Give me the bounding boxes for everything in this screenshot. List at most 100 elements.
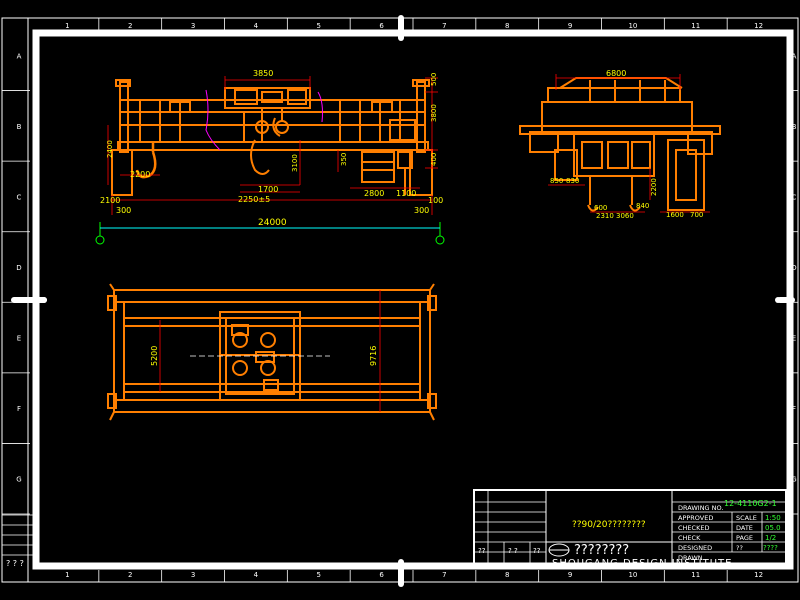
elevation-girder	[115, 79, 430, 153]
plan-dimensions	[159, 290, 381, 412]
title-block-field: DATE	[736, 524, 753, 532]
dim-100: 100	[428, 196, 443, 205]
row-label: B	[792, 123, 797, 131]
column-label: 2	[128, 571, 132, 579]
row-label: C	[792, 193, 797, 201]
row-label: A	[792, 52, 797, 60]
festoon-cable	[205, 89, 323, 151]
column-label: 12	[754, 22, 763, 30]
column-label: 3	[191, 22, 195, 30]
dim-24000: 24000	[258, 218, 287, 228]
title-block-label: APPROVED	[678, 514, 713, 522]
column-label: 3	[191, 571, 195, 579]
column-label: 6	[379, 22, 384, 30]
side-dim-6800: 6800	[606, 69, 626, 78]
company-name-cn: ????????	[574, 543, 629, 558]
dim-2100: 2100	[100, 196, 120, 205]
end-carriages	[111, 149, 433, 196]
column-label: 9	[568, 22, 572, 30]
date-value: 05.0	[765, 524, 781, 532]
side-dim-830: 830	[566, 177, 579, 185]
column-label: 6	[379, 571, 384, 579]
column-label: 12	[754, 571, 763, 579]
extra-value: ????	[763, 544, 778, 552]
side-trolley-body	[519, 77, 721, 212]
row-label: E	[17, 335, 21, 343]
corner-note: ? ? ?	[6, 559, 24, 568]
row-label: F	[17, 405, 21, 413]
dim-3850: 3850	[253, 69, 273, 78]
page-value: 1/2	[765, 534, 776, 542]
plan-dim-5200: 5200	[150, 346, 159, 366]
side-dim-3060: 3060	[616, 212, 634, 220]
side-dim-2310: 2310	[596, 212, 614, 220]
title-block-label: DRAWN	[678, 554, 703, 562]
title-block	[473, 489, 787, 567]
company-name-en: SHOUGANG DESIGN INSTITUTE	[552, 558, 732, 569]
column-label: 5	[317, 22, 321, 30]
title-block-field: ??	[736, 544, 743, 552]
elevation-view: 3850 500 3800 400 2400 3100 350 2200 170…	[95, 69, 445, 245]
column-label: 1	[65, 22, 69, 30]
title-block-label: CHECKED	[678, 524, 709, 532]
column-label: 11	[691, 22, 700, 30]
drawing-number: 12-4110G2-1	[724, 499, 777, 508]
dim-500: 500	[430, 73, 438, 86]
side-dim-600: 600	[594, 204, 607, 212]
side-dim-2200: 2200	[650, 178, 658, 196]
row-label: G	[791, 476, 796, 484]
column-label: 10	[628, 571, 637, 579]
dim-1100: 1100	[396, 189, 416, 198]
side-view: 6800 850 830 2200 840 600 2310 3060 1600…	[519, 69, 721, 220]
hook-icon	[135, 142, 157, 179]
plan-view: 5200 9716	[107, 283, 437, 421]
project-title: ??90/20????????	[572, 520, 646, 530]
dim-1700: 1700	[258, 185, 278, 194]
dim-2200: 2200	[130, 170, 150, 179]
row-label: B	[17, 123, 22, 131]
dim-400: 400	[430, 153, 438, 166]
side-dimensions	[548, 74, 710, 213]
small-left-2: ? ?	[508, 547, 518, 555]
dim-300-left: 300	[116, 206, 131, 215]
column-label: 5	[317, 571, 321, 579]
scale-value: 1:50	[765, 514, 781, 522]
column-label: 7	[442, 22, 446, 30]
small-left-1: ??	[478, 547, 486, 555]
row-label: D	[791, 264, 796, 272]
row-labels-right: A B C D E F G	[788, 52, 798, 515]
dim-300-right: 300	[414, 206, 429, 215]
title-block-field: SCALE	[736, 514, 757, 522]
column-label: 2	[128, 22, 132, 30]
centering-marks	[11, 15, 795, 587]
side-dim-840: 840	[636, 202, 649, 210]
dim-2400: 2400	[106, 140, 114, 158]
column-label: 4	[254, 571, 259, 579]
title-block-field: PAGE	[736, 534, 753, 542]
dim-3800: 3800	[430, 104, 438, 122]
title-block-label: DRAWING NO.	[678, 504, 723, 512]
dim-2800: 2800	[364, 189, 384, 198]
row-label: E	[792, 335, 796, 343]
row-label: D	[16, 264, 21, 272]
title-block-label: DESIGNED	[678, 544, 712, 552]
plan-dim-9716: 9716	[369, 346, 378, 366]
row-label: C	[17, 193, 22, 201]
elevation-dimensions	[107, 76, 438, 215]
row-label: F	[792, 405, 796, 413]
column-label: 7	[442, 571, 446, 579]
column-label: 9	[568, 571, 572, 579]
column-label: 11	[691, 571, 700, 579]
dim-2250: 2250±5	[238, 195, 270, 204]
column-label: 10	[628, 22, 637, 30]
side-dim-1600: 1600	[666, 211, 684, 219]
row-label: G	[16, 476, 21, 484]
elevation-trolley	[224, 87, 311, 175]
side-dim-850: 850	[550, 177, 563, 185]
dim-350: 350	[340, 153, 348, 166]
column-label: 8	[505, 22, 509, 30]
